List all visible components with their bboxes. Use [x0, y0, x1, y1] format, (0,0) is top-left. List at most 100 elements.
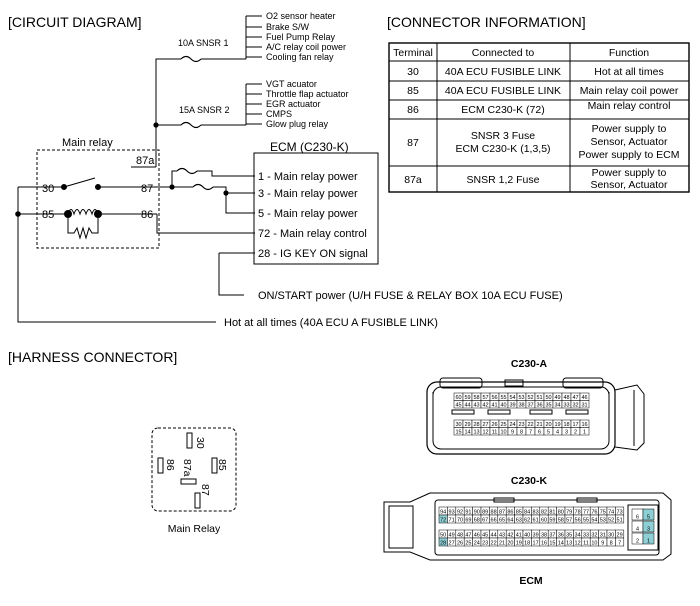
pin-number: 21 — [536, 422, 542, 428]
pin-number: 59 — [549, 517, 555, 523]
fuse2-load: VGT acuator — [266, 79, 317, 89]
pin-number: 78 — [575, 509, 581, 515]
pin-number: 27 — [482, 422, 488, 428]
main-relay-connector — [151, 427, 237, 512]
ecm-pin-label: 28 - IG KEY ON signal — [258, 248, 368, 260]
pin-number: 41 — [491, 402, 497, 408]
pin-number: 30 — [608, 532, 614, 538]
pin-number: 44 — [464, 402, 470, 408]
table-cell: SNSR 1,2 Fuse — [467, 174, 540, 186]
table-cell: 87 — [407, 137, 419, 149]
pin-number: 47 — [572, 395, 578, 401]
pin-number: 60 — [541, 517, 547, 523]
table-cell: ECM C230-K (1,3,5) — [455, 143, 550, 155]
pin-number: 12 — [482, 429, 488, 435]
c230a-housing — [426, 377, 645, 455]
hot-all-label: Hot at all times (40A ECU A FUSIBLE LINK… — [224, 317, 438, 329]
pin-number: 14 — [464, 429, 470, 435]
fuse1-load-list: O2 sensor heater Brake S/W Fuel Pump Rel… — [266, 11, 346, 62]
pin-number: 18 — [524, 540, 530, 546]
circuit-section-title: [CIRCUIT DIAGRAM] — [8, 14, 142, 30]
table-header: Connected to — [472, 47, 535, 59]
pin-number: 50 — [440, 532, 446, 538]
pin-number: 29 — [464, 422, 470, 428]
pin-number: 57 — [566, 517, 572, 523]
pin-number: 70 — [457, 517, 463, 523]
pin-number: 86 — [507, 509, 513, 515]
table-cell: 40A ECU FUSIBLE LINK — [445, 85, 561, 97]
fuse2-load: CMPS — [266, 109, 292, 119]
pin-number: 30 — [455, 422, 461, 428]
pin-number: 47 — [465, 532, 471, 538]
table-cell: Sensor, Actuator — [590, 136, 668, 148]
pin-number: 37 — [549, 532, 555, 538]
pin-number: 24 — [509, 422, 515, 428]
pin-number: 25 — [465, 540, 471, 546]
relay-terminal-labels: 30 86 85 87a 87 — [164, 437, 228, 496]
pin-number: 48 — [457, 532, 463, 538]
pin-number: 20 — [507, 540, 513, 546]
pin-number: 52 — [608, 517, 614, 523]
pin-number: 48 — [563, 395, 569, 401]
pin-cell — [642, 508, 655, 521]
pin-number: 77 — [583, 509, 589, 515]
pin-number: 94 — [440, 509, 446, 515]
pin-number: 8 — [610, 540, 613, 546]
pin-number: 20 — [545, 422, 551, 428]
pin-number: 43 — [473, 402, 479, 408]
pin-number: 59 — [464, 395, 470, 401]
pin-number: 62 — [524, 517, 530, 523]
circuit-junctions — [15, 122, 229, 218]
pin-number: 6 — [636, 514, 639, 520]
connector-info-title: [CONNECTOR INFORMATION] — [387, 14, 586, 30]
c230a-label: C230-A — [511, 358, 548, 370]
pin-number: 5 — [547, 429, 550, 435]
table-cell: Power supply to — [592, 167, 667, 179]
c230k-label: C230-K — [511, 475, 548, 487]
pin-number: 39 — [533, 532, 539, 538]
pin-number: 34 — [554, 402, 560, 408]
pin-number: 4 — [556, 429, 559, 435]
fuse2-load: Glow plug relay — [266, 119, 329, 129]
pin-number: 49 — [554, 395, 560, 401]
relay-pin-86: 86 — [141, 209, 153, 221]
pin-number: 43 — [499, 532, 505, 538]
pin-number: 32 — [572, 402, 578, 408]
pin-number: 53 — [518, 395, 524, 401]
pin-number: 2 — [636, 538, 639, 544]
fuse1-load: Fuel Pump Relay — [266, 32, 336, 42]
connector-table-text: Terminal Connected to Function 30 40A EC… — [393, 47, 679, 191]
pin-number: 19 — [554, 422, 560, 428]
relay-terminals — [157, 432, 218, 509]
pin-number: 52 — [527, 395, 533, 401]
pin-number: 76 — [591, 509, 597, 515]
pin-number: 55 — [583, 517, 589, 523]
pin-number: 37 — [527, 402, 533, 408]
ecm-title: ECM (C230-K) — [270, 140, 349, 154]
pin-number: 91 — [465, 509, 471, 515]
pin-number: 51 — [617, 517, 623, 523]
pin-number: 45 — [482, 532, 488, 538]
table-cell: Power supply to — [592, 123, 667, 135]
pin-number: 41 — [516, 532, 522, 538]
pin-number: 28 — [473, 422, 479, 428]
table-cell: SNSR 3 Fuse — [471, 130, 535, 142]
table-cell: Main relay control — [588, 100, 671, 112]
harness-section-title: [HARNESS CONNECTOR] — [8, 349, 177, 365]
pin-number: 42 — [507, 532, 513, 538]
pin-number: 11 — [492, 429, 498, 435]
pin-number: 57 — [482, 395, 488, 401]
pin-number: 56 — [491, 395, 497, 401]
pin-number: 38 — [541, 532, 547, 538]
pin-number: 7 — [618, 540, 621, 546]
pin-number: 4 — [636, 526, 639, 532]
pin-number: 84 — [524, 509, 530, 515]
pin-number: 40 — [524, 532, 530, 538]
table-cell: 40A ECU FUSIBLE LINK — [445, 66, 561, 78]
relay-terminal-87a: 87a — [181, 459, 193, 477]
pin-number: 23 — [482, 540, 488, 546]
table-cell: 86 — [407, 104, 419, 116]
ecm-caption: ECM — [519, 575, 543, 587]
pin-number: 63 — [516, 517, 522, 523]
